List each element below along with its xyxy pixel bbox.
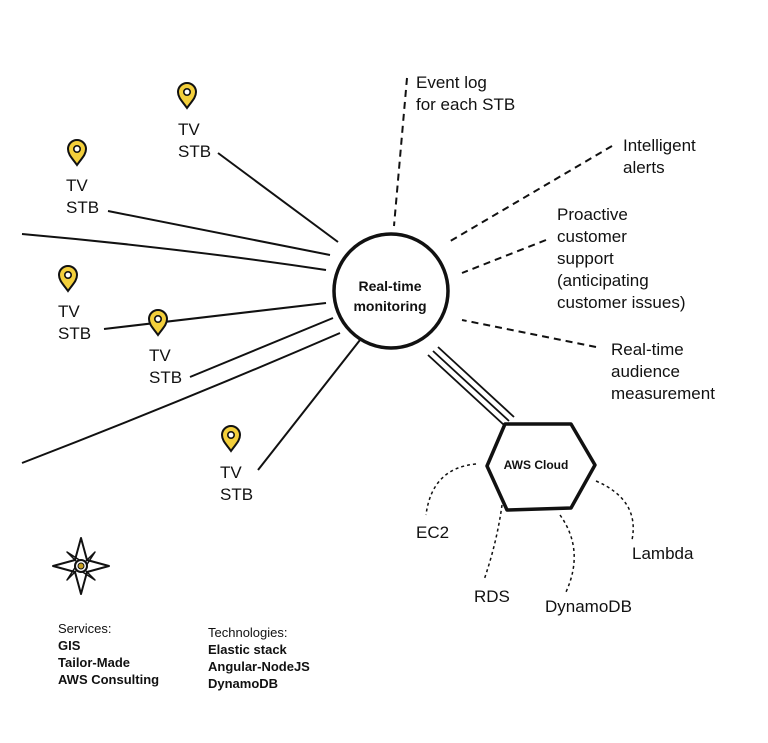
device-4-line1: TV <box>149 346 171 365</box>
device-3-line1: TV <box>58 302 80 321</box>
device-2-line2: STB <box>66 198 100 217</box>
device-4-line2: STB <box>149 368 183 387</box>
feature-connectors <box>393 77 613 348</box>
services-item: GIS <box>58 638 81 653</box>
device-stb-1: TV STB <box>178 119 211 163</box>
feature-audience: Real-time audience measurement <box>611 339 715 405</box>
device-1-line2: STB <box>178 142 212 161</box>
services-heading: Services: <box>58 621 112 636</box>
connector-edge-upper <box>21 233 327 271</box>
technologies-item: Elastic stack <box>208 642 287 657</box>
connector-device-4 <box>189 317 334 378</box>
service-connectors <box>425 463 634 593</box>
connector-lambda <box>595 480 634 541</box>
technologies-heading: Technologies: <box>208 625 288 640</box>
device-5-line2: STB <box>220 485 254 504</box>
feature-alerts: Intelligent alerts <box>623 135 696 179</box>
technologies-block: Technologies: Elastic stack Angular-Node… <box>208 624 310 692</box>
feature-support-line2: customer <box>557 227 627 246</box>
location-pin-icon <box>57 265 79 293</box>
hub-label-line2: monitoring <box>353 298 427 314</box>
hub-label-line1: Real-time <box>358 278 422 294</box>
device-stb-5: TV STB <box>220 462 253 506</box>
device-5-line1: TV <box>220 463 242 482</box>
connector-device-2 <box>107 210 331 256</box>
technologies-item: DynamoDB <box>208 676 279 691</box>
feature-support-line3: support <box>557 249 614 268</box>
feature-alerts-line1: Intelligent <box>623 136 696 155</box>
connector-alerts <box>446 145 613 244</box>
connector-device-5 <box>257 339 361 471</box>
compass-logo <box>52 537 110 595</box>
service-dynamodb: DynamoDB <box>545 597 632 616</box>
feature-support: Proactive customer support (anticipating… <box>557 204 685 314</box>
services-item: AWS Consulting <box>58 672 160 687</box>
services-block: Services: GIS Tailor-Made AWS Consulting <box>58 620 159 688</box>
device-stb-2: TV STB <box>66 175 99 219</box>
device-1-line1: TV <box>178 120 200 139</box>
technologies-item: Angular-NodeJS <box>208 659 310 674</box>
feature-event-log-line2: for each STB <box>416 95 516 114</box>
service-ec2: EC2 <box>416 523 450 542</box>
connector-device-3 <box>103 302 327 330</box>
location-pin-icon <box>66 139 88 167</box>
location-pin-icon <box>220 425 242 453</box>
feature-support-line5: customer issues) <box>557 293 686 312</box>
service-rds: RDS <box>474 587 510 606</box>
connector-support <box>461 239 547 274</box>
feature-support-line1: Proactive <box>557 205 628 224</box>
feature-event-log-line1: Event log <box>416 73 487 92</box>
device-2-line1: TV <box>66 176 88 195</box>
connector-audience <box>461 319 597 348</box>
service-lambda: Lambda <box>632 544 694 563</box>
device-connectors <box>21 152 361 471</box>
feature-support-line4: (anticipating <box>557 271 649 290</box>
connector-edge-lower <box>21 332 341 464</box>
aws-cloud-label: AWS Cloud <box>503 458 569 472</box>
hub-label: Real-time monitoring <box>330 276 450 316</box>
location-pin-icon <box>147 309 169 337</box>
connector-rds <box>483 504 503 581</box>
connector-dynamodb <box>559 514 575 593</box>
feature-event-log: Event log for each STB <box>416 72 515 116</box>
cloud-link <box>427 346 515 426</box>
connector-event-log <box>393 77 408 227</box>
feature-audience-line3: measurement <box>611 384 715 403</box>
feature-alerts-line2: alerts <box>623 158 665 177</box>
connector-device-1 <box>217 152 339 243</box>
device-stb-4: TV STB <box>149 345 182 389</box>
feature-audience-line2: audience <box>611 362 681 381</box>
device-stb-3: TV STB <box>58 301 91 345</box>
services-item: Tailor-Made <box>58 655 130 670</box>
monitoring-hub <box>332 232 450 350</box>
feature-audience-line1: Real-time <box>611 340 684 359</box>
aws-cloud-hexagon <box>485 422 597 512</box>
location-pins <box>57 82 242 453</box>
device-3-line2: STB <box>58 324 92 343</box>
location-pin-icon <box>176 82 198 110</box>
connector-ec2 <box>425 463 477 516</box>
